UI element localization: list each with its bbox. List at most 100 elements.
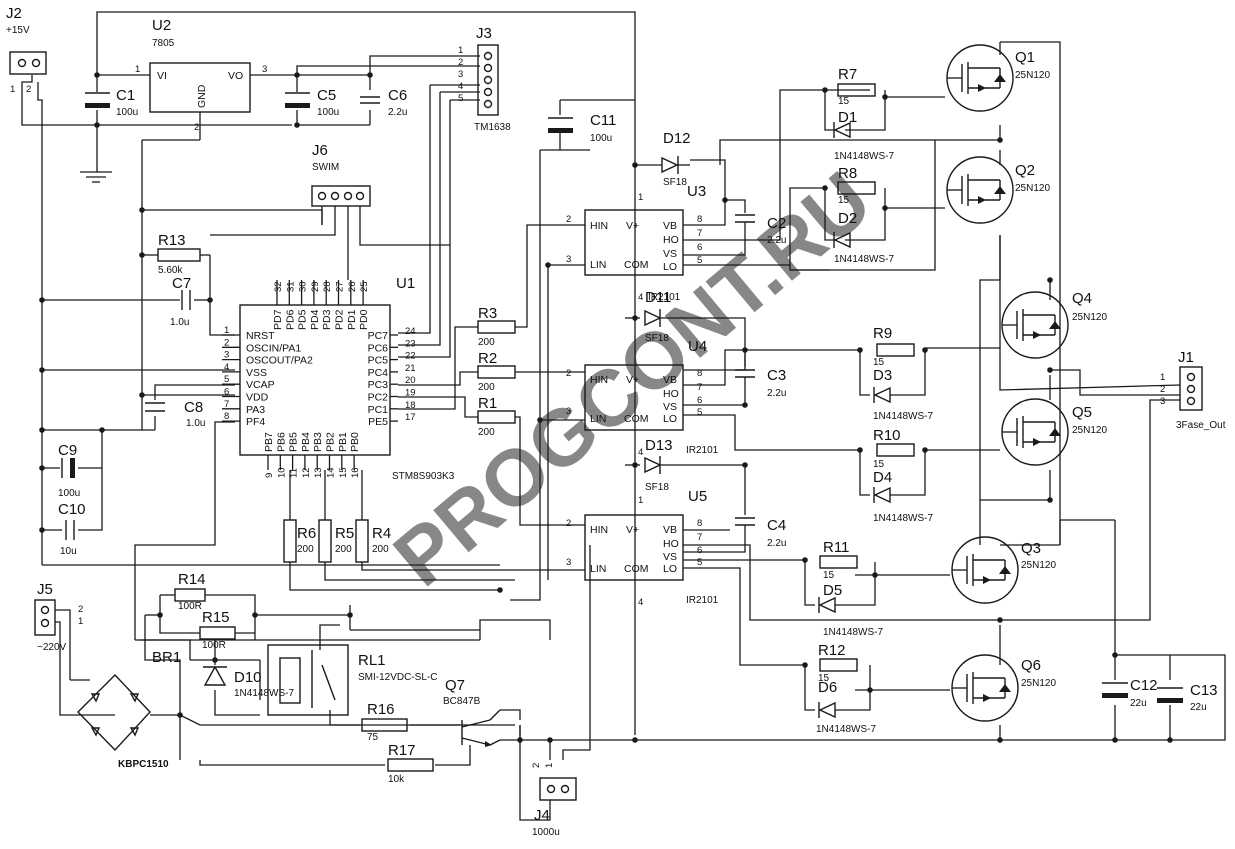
u2-pin1: 1 [135, 64, 140, 75]
u1-left-pin-number: 1 [224, 325, 229, 336]
r14-ref: R14 [178, 571, 206, 588]
r2-ref: R2 [478, 350, 497, 367]
resistor-r13: R13 5.60k [157, 232, 201, 276]
u4-lin: LIN [590, 413, 606, 425]
u1-right-pin-number: 22 [405, 351, 416, 362]
d10-ref: D10 [234, 669, 262, 686]
u1-left-pin-name: VDD [246, 392, 269, 404]
u1-right-pin-name: PC5 [368, 355, 389, 367]
u1-right-pin-number: 20 [405, 375, 416, 386]
r7-ref: R7 [838, 66, 857, 83]
d12-ref: D12 [663, 130, 691, 147]
u1-top-pin-name: PD5 [297, 309, 309, 330]
u1-top-pin-number: 29 [310, 281, 321, 292]
resistor-r8: R8 15 [837, 165, 876, 206]
u1-bottom-pin-name: PB4 [300, 432, 312, 452]
c13-value: 22u [1190, 702, 1207, 713]
u3-vs: VS [663, 248, 677, 260]
connector-j4: J4 1000u 2 1 [531, 763, 577, 838]
u1-bottom-pin-number: 9 [264, 473, 275, 478]
q7-ref: Q7 [445, 677, 465, 694]
u1-bottom-pin-name: PB0 [349, 432, 361, 452]
mcu-u1-pins: NRST1OSCIN/PA12OSCOUT/PA23VSS4VCAP5VDD6P… [222, 280, 416, 478]
connector-j6: J6 SWIM [311, 142, 371, 225]
igbt-arrow [978, 196, 986, 204]
d5-ref: D5 [823, 582, 842, 599]
resistor-r7: R7 15 [837, 66, 876, 107]
q6-ref: Q6 [1021, 657, 1041, 674]
r9-value: 15 [873, 357, 885, 368]
j3-ref: J3 [476, 25, 492, 42]
q5-ref: Q5 [1072, 404, 1092, 421]
q7-value: BC847B [443, 696, 481, 707]
resistor-r2: R2 200 [477, 350, 516, 393]
j6-value: SWIM [312, 162, 339, 173]
capacitor-c7: C7 1.0u [170, 275, 191, 328]
u5-vplus: V+ [626, 524, 639, 536]
u3-pin7: 7 [697, 228, 702, 239]
r5-value: 200 [335, 544, 352, 555]
u1-bottom-pin-name: PB7 [263, 432, 275, 452]
mcu-u1: U1 STM8S903K3 [239, 275, 455, 482]
igbt-arrow [1033, 331, 1041, 339]
u1-bottom-pin-number: 15 [338, 467, 349, 478]
rl1-value: SMI-12VDC-SL-C [358, 672, 437, 683]
resistor-r14: R14 100R [174, 571, 206, 612]
capacitor-c10: C10 10u [58, 501, 86, 557]
u1-left-pin-name: NRST [246, 330, 275, 342]
c1-ref: C1 [116, 87, 135, 104]
r11-ref: R11 [823, 539, 849, 556]
u1-right-pin-number: 19 [405, 388, 416, 399]
c8-value: 1.0u [186, 418, 205, 429]
u4-ref: U4 [688, 338, 707, 355]
u5-pin6: 6 [697, 545, 702, 556]
capacitor-c4: C4 2.2u [735, 517, 786, 549]
u3-pin6: 6 [697, 242, 702, 253]
r9-ref: R9 [873, 325, 892, 342]
r11-value: 15 [823, 570, 835, 581]
br1-ref: BR1 [152, 649, 181, 666]
u3-pin1: 1 [638, 192, 643, 203]
capacitor-c2: C2 2.2u [735, 214, 786, 246]
r4-value: 200 [372, 544, 389, 555]
u4-vb: VB [663, 374, 677, 386]
diode-d10: D10 1N4148WS-7 [203, 665, 294, 699]
resistor-r9: R9 15 [873, 325, 915, 368]
u1-right-pin-name: PC3 [368, 379, 389, 391]
j1-pin3: 3 [1160, 396, 1165, 407]
diode-d4: D4 1N4148WS-7 [873, 469, 933, 524]
r16-value: 75 [367, 732, 379, 743]
r13-ref: R13 [158, 232, 186, 249]
u1-top-pin-number: 28 [322, 281, 333, 292]
u2-ref: U2 [152, 17, 171, 34]
q4-ref: Q4 [1072, 290, 1092, 307]
d4-ref: D4 [873, 469, 892, 486]
u1-value: STM8S903K3 [392, 471, 455, 482]
u3-pin5: 5 [697, 255, 702, 266]
u1-bottom-pin-number: 11 [289, 468, 300, 478]
u5-ho: HO [663, 538, 679, 550]
q1-value: 25N120 [1015, 70, 1050, 81]
c13-ref: C13 [1190, 682, 1218, 699]
u1-top-pin-number: 30 [298, 281, 309, 292]
r10-value: 15 [873, 459, 885, 470]
resistor-r1: R1 200 [477, 395, 516, 438]
u1-top-pin-name: PD7 [272, 309, 284, 330]
u4-pin7: 7 [697, 382, 702, 393]
c11-value: 100u [590, 133, 612, 144]
u5-lin: LIN [590, 563, 606, 575]
r6-ref: R6 [297, 525, 316, 542]
u5-pin8: 8 [697, 518, 702, 529]
u3-pin2: 2 [566, 214, 571, 225]
r16-ref: R16 [367, 701, 395, 718]
u4-com: COM [624, 413, 649, 425]
u5-vb: VB [663, 524, 677, 536]
u1-top-pin-name: PD2 [334, 309, 346, 330]
j1-ref: J1 [1178, 349, 1194, 366]
resistor-r16: R16 75 [361, 701, 408, 743]
j1-value: 3Fase_Out [1176, 420, 1226, 431]
r8-value: 15 [838, 195, 850, 206]
r12-ref: R12 [818, 642, 846, 659]
d6-ref: D6 [818, 679, 837, 696]
